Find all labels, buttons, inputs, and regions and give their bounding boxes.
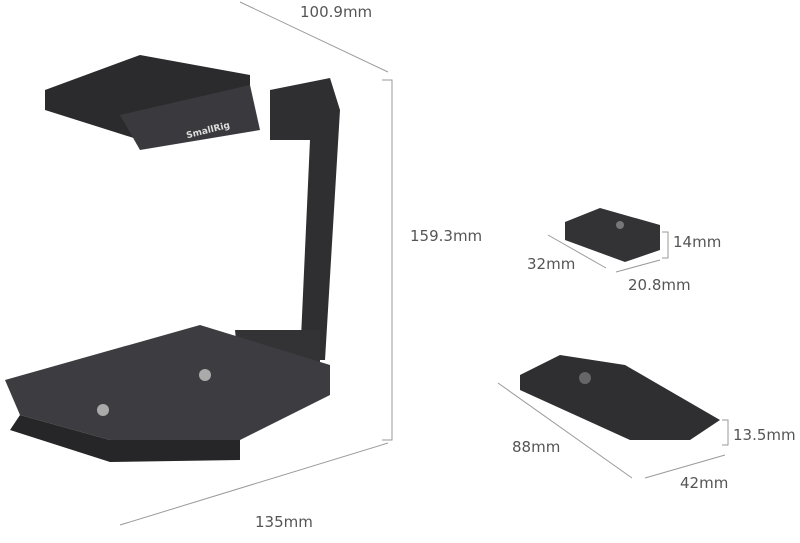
camera-cage [5,55,340,462]
small-plate-width-label: 20.8mm [628,276,691,294]
cage-height-label: 159.3mm [410,227,483,245]
grip-plate [520,355,720,440]
grip-plate-height-label: 13.5mm [733,426,796,444]
grip-plate-width-label: 42mm [680,474,729,492]
small-plate-height-label: 14mm [673,233,722,251]
small-plate-length-label: 32mm [527,255,576,273]
cage-width-label: 100.9mm [300,3,373,21]
cage-depth-label: 135mm [255,513,313,531]
small-plate [565,208,660,262]
dimension-lines [119,1,729,526]
grip-plate-length-label: 88mm [512,438,561,456]
